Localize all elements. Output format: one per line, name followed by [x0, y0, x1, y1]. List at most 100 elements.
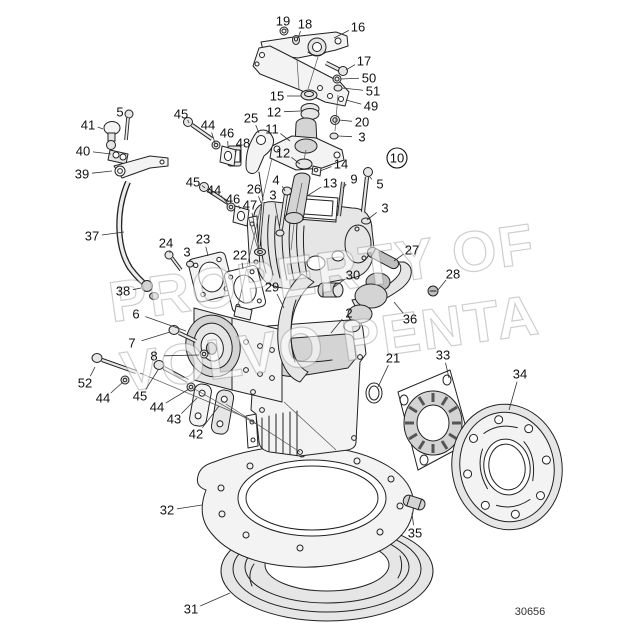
leader-line-8 — [163, 354, 200, 357]
part-washer-44a — [211, 140, 221, 150]
leader-line-14 — [319, 166, 332, 172]
leader-line-44 — [110, 381, 124, 394]
leader-line-41 — [97, 126, 104, 130]
callout-47: 47 — [243, 198, 257, 213]
circled-callout-label: 10 — [390, 151, 404, 166]
part-gasket-22 — [223, 265, 267, 313]
callout-40: 40 — [76, 144, 90, 159]
callout-15: 15 — [270, 89, 284, 104]
leader-line-45 — [201, 185, 206, 189]
part-plate-46a — [219, 145, 237, 167]
callout-30: 30 — [346, 268, 360, 283]
part-connector-38 — [141, 280, 159, 300]
leader-line-49 — [345, 99, 362, 105]
callout-26: 26 — [247, 182, 261, 197]
leader-line-2 — [330, 318, 343, 334]
callout-35: 35 — [408, 526, 422, 541]
part-plate-46b — [232, 205, 250, 227]
leader-line-48 — [234, 148, 237, 153]
callout-11: 11 — [265, 122, 279, 137]
callout-50: 50 — [362, 71, 376, 86]
leader-line-44 — [220, 195, 229, 205]
part-washer-47 — [254, 248, 266, 256]
callout-17: 17 — [357, 54, 371, 69]
callout-20: 20 — [355, 115, 369, 130]
leader-line-37 — [101, 231, 125, 236]
leader-line-51 — [341, 87, 364, 91]
leader-line-46 — [238, 205, 241, 210]
leader-line-9 — [342, 183, 347, 189]
callout-44: 44 — [96, 391, 110, 406]
part-bolt-4 — [278, 186, 292, 229]
leader-line-31 — [200, 592, 231, 607]
part-pushrod-26 — [257, 201, 265, 247]
leader-line-45 — [145, 369, 159, 390]
leader-line-44 — [165, 388, 190, 404]
leader-line-21 — [377, 364, 389, 388]
callout-37: 37 — [85, 229, 99, 244]
leader-line-25 — [255, 124, 260, 134]
part-stud-9 — [337, 181, 345, 217]
part-locknut-50 — [332, 74, 342, 84]
alignment-lines — [139, 56, 339, 453]
part-bolt-45c — [153, 360, 190, 383]
leader-line-39 — [91, 170, 113, 174]
callout-44: 44 — [201, 118, 215, 133]
leader-line-16 — [333, 29, 350, 39]
part-clamp-40 — [107, 149, 129, 165]
callout-29: 29 — [265, 280, 279, 295]
callout-12: 12 — [276, 146, 290, 161]
callout-18: 18 — [298, 17, 312, 32]
part-washer-3a — [329, 132, 339, 140]
leader-line-13 — [306, 186, 322, 197]
callout-43: 43 — [167, 412, 181, 427]
part-gasket-33 — [397, 369, 471, 471]
callout-36: 36 — [403, 312, 417, 327]
leader-line-30 — [333, 278, 345, 288]
part-arm-39 — [113, 155, 169, 179]
part-washer-51 — [333, 84, 343, 92]
callout-41: 41 — [81, 118, 95, 133]
part-tube-13 — [284, 172, 311, 224]
callout-12: 12 — [267, 105, 281, 120]
part-mounting-ring-32 — [196, 445, 415, 568]
callout-3: 3 — [358, 130, 365, 145]
callout-8: 8 — [150, 349, 157, 364]
callout-27: 27 — [405, 243, 419, 258]
leader-line-4 — [281, 185, 286, 192]
callout-3: 3 — [269, 188, 276, 203]
callout-45: 45 — [174, 107, 188, 122]
callout-32: 32 — [160, 503, 174, 518]
callout-4: 4 — [272, 173, 279, 188]
part-bolt-17 — [324, 60, 348, 76]
leader-line-32 — [176, 504, 203, 510]
leader-line-3 — [337, 135, 353, 138]
leader-line-18 — [297, 31, 301, 39]
leader-line-52 — [89, 366, 96, 377]
callout-44: 44 — [150, 400, 164, 415]
callout-52: 52 — [78, 376, 92, 391]
part-cable-37 — [116, 180, 150, 290]
callout-14: 14 — [334, 157, 348, 172]
callout-39: 39 — [75, 167, 89, 182]
leader-line-36 — [393, 301, 404, 314]
part-nut-20 — [330, 115, 340, 125]
part-mount-6 — [185, 305, 283, 403]
leader-line-6 — [145, 316, 187, 332]
callout-45: 45 — [133, 389, 147, 404]
callout-46: 46 — [220, 126, 234, 141]
leader-line-29 — [276, 293, 285, 309]
callout-46: 46 — [226, 192, 240, 207]
part-washer-3e — [275, 229, 285, 237]
leader-line-5 — [368, 175, 373, 180]
callout-31: 31 — [184, 602, 198, 617]
callout-7: 7 — [128, 336, 135, 351]
callout-34: 34 — [513, 367, 527, 382]
callout-2: 2 — [345, 306, 352, 321]
part-washer-3b — [361, 217, 371, 225]
leader-line-17 — [345, 64, 356, 71]
callout-21: 21 — [386, 351, 400, 366]
